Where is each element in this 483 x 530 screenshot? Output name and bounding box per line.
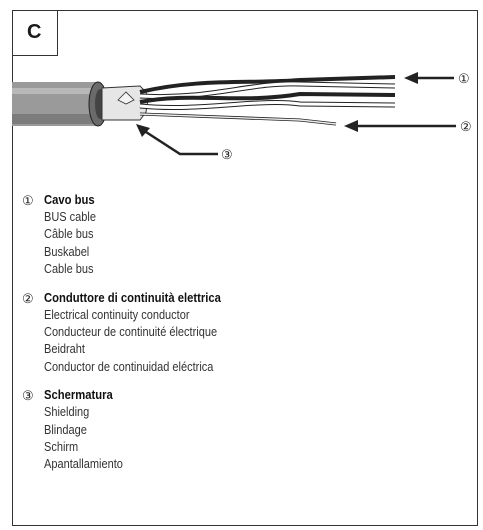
- legend-item-continuity-conductor: ② Conduttore di continuità elettrica Ele…: [22, 290, 462, 377]
- cable-jacket-shadow: [12, 114, 98, 124]
- legend-translation: Electrical continuity conductor: [44, 307, 217, 324]
- legend-translation: Buskabel: [44, 244, 96, 261]
- legend-translation: BUS cable: [44, 209, 96, 226]
- legend-translation: Cable bus: [44, 261, 96, 278]
- legend-translation: Conducteur de continuité électrique: [44, 324, 217, 341]
- legend: ① Cavo bus BUS cable Câble bus Buskabel …: [22, 192, 462, 485]
- cable-jacket-highlight: [12, 88, 98, 94]
- legend-translation: Apantallamiento: [44, 456, 123, 473]
- legend-translation: Schirm: [44, 439, 123, 456]
- callout-arrow-1-head: [404, 72, 418, 84]
- legend-item-shielding: ③ Schermatura Shielding Blindage Schirm …: [22, 387, 462, 474]
- callout-arrow-3-head: [136, 124, 150, 137]
- cable-illustration: ① ② ③: [0, 0, 483, 175]
- callout-arrow-2-head: [344, 120, 358, 132]
- callout-number-3: ③: [221, 147, 233, 162]
- legend-number: ②: [22, 290, 44, 377]
- callout-arrow-3-line: [146, 132, 218, 154]
- legend-number: ①: [22, 192, 44, 279]
- legend-translation: Blindage: [44, 422, 123, 439]
- callout-number-1: ①: [458, 71, 470, 86]
- legend-item-bus-cable: ① Cavo bus BUS cable Câble bus Buskabel …: [22, 192, 462, 279]
- legend-number: ③: [22, 387, 44, 474]
- legend-translation: Shielding: [44, 404, 123, 421]
- callout-number-2: ②: [460, 119, 472, 134]
- legend-title: Conduttore di continuità elettrica: [44, 290, 221, 307]
- legend-translation: Conductor de continuidad eléctrica: [44, 359, 217, 376]
- legend-translation: Beidraht: [44, 341, 217, 358]
- legend-title: Cavo bus: [44, 192, 97, 209]
- legend-title: Schermatura: [44, 387, 125, 404]
- legend-translation: Câble bus: [44, 226, 96, 243]
